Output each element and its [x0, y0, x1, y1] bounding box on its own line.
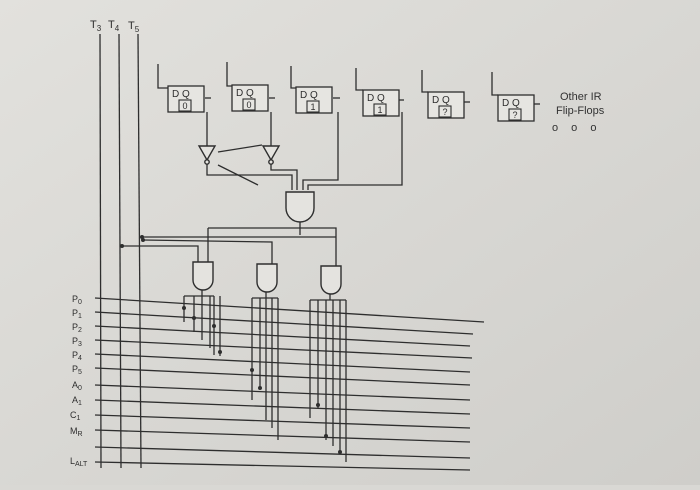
- flip-flop-label: D Q: [367, 93, 385, 104]
- flip-flop-label: D Q: [432, 95, 450, 106]
- flip-flop-box: [167, 85, 205, 113]
- flip-flop-box: [427, 91, 465, 119]
- flip-flop-value-box: [178, 99, 192, 112]
- flip-flop-value: 0: [182, 101, 187, 111]
- inverter-2-bubble: [268, 159, 274, 165]
- flip-flop-label: D Q: [236, 88, 254, 99]
- flip-flop-value: 1: [310, 102, 315, 112]
- flip-flop-box: [497, 94, 535, 122]
- flip-flop: D Q0: [231, 84, 269, 112]
- flip-flop: D Q?: [427, 91, 465, 119]
- bus-t4: [118, 33, 122, 469]
- control-signal-label: P3: [72, 336, 82, 348]
- other-ir-dots: o o o: [552, 122, 601, 134]
- wiring: [94, 33, 540, 471]
- flip-flop-value: ?: [512, 110, 517, 120]
- junction-dots: [120, 235, 342, 454]
- control-signal-label: A0: [72, 380, 82, 392]
- flip-flop-value: 1: [377, 105, 382, 115]
- control-signal-label: P4: [72, 350, 82, 362]
- flip-flop-value-box: [242, 98, 256, 111]
- bus-t5: [137, 33, 142, 469]
- other-ir-line1: Other IR: [560, 91, 602, 103]
- flip-flop: D Q1: [362, 89, 400, 117]
- flip-flop-box: [231, 84, 269, 112]
- and-gate-2: [256, 263, 278, 293]
- and-gate-1: [192, 261, 214, 291]
- timing-label: T4: [108, 19, 120, 33]
- timing-label: T3: [90, 19, 102, 33]
- flip-flop-label: D Q: [172, 89, 190, 100]
- control-signal-label: P5: [72, 364, 82, 376]
- flip-flop-box: [362, 89, 400, 117]
- flip-flop: D Q?: [497, 94, 535, 122]
- flip-flop-value-box: [373, 103, 387, 116]
- control-signal-label: A1: [72, 395, 82, 407]
- timing-labels: T3 T4 T5: [90, 19, 140, 34]
- flip-flop-value: ?: [442, 107, 447, 117]
- flip-flop-label: D Q: [502, 98, 520, 109]
- flip-flop-box: [295, 86, 333, 114]
- inverter-1: [197, 145, 217, 162]
- flip-flop: D Q1: [295, 86, 333, 114]
- timing-label: T5: [128, 20, 140, 34]
- and-gate-3: [320, 265, 342, 295]
- flip-flop-label: D Q: [300, 90, 318, 101]
- flip-flop-value-box: [438, 105, 452, 118]
- flip-flop-value-box: [508, 108, 522, 121]
- and-gate-main: [285, 191, 315, 223]
- inverter-2: [261, 145, 281, 162]
- other-ir-note: Other IR Flip-Flops o o o: [552, 91, 605, 134]
- control-signal-label: P2: [72, 322, 82, 334]
- inverter-1-bubble: [204, 159, 210, 165]
- logic-gates: [192, 145, 342, 295]
- control-signal-label: P0: [72, 294, 82, 306]
- flip-flop-value: 0: [246, 100, 251, 110]
- control-signal-label: C1: [70, 410, 81, 422]
- control-signal-label: P1: [72, 308, 82, 320]
- flip-flop: D Q0: [167, 85, 205, 113]
- bus-t3: [99, 33, 102, 469]
- flip-flop-row: D Q0D Q0D Q1D Q1D Q?D Q?: [167, 84, 535, 122]
- flip-flop-value-box: [306, 100, 320, 113]
- control-signal-label: MR: [70, 426, 83, 438]
- control-signal-label: LALT: [70, 456, 88, 468]
- other-ir-line2: Flip-Flops: [556, 105, 605, 117]
